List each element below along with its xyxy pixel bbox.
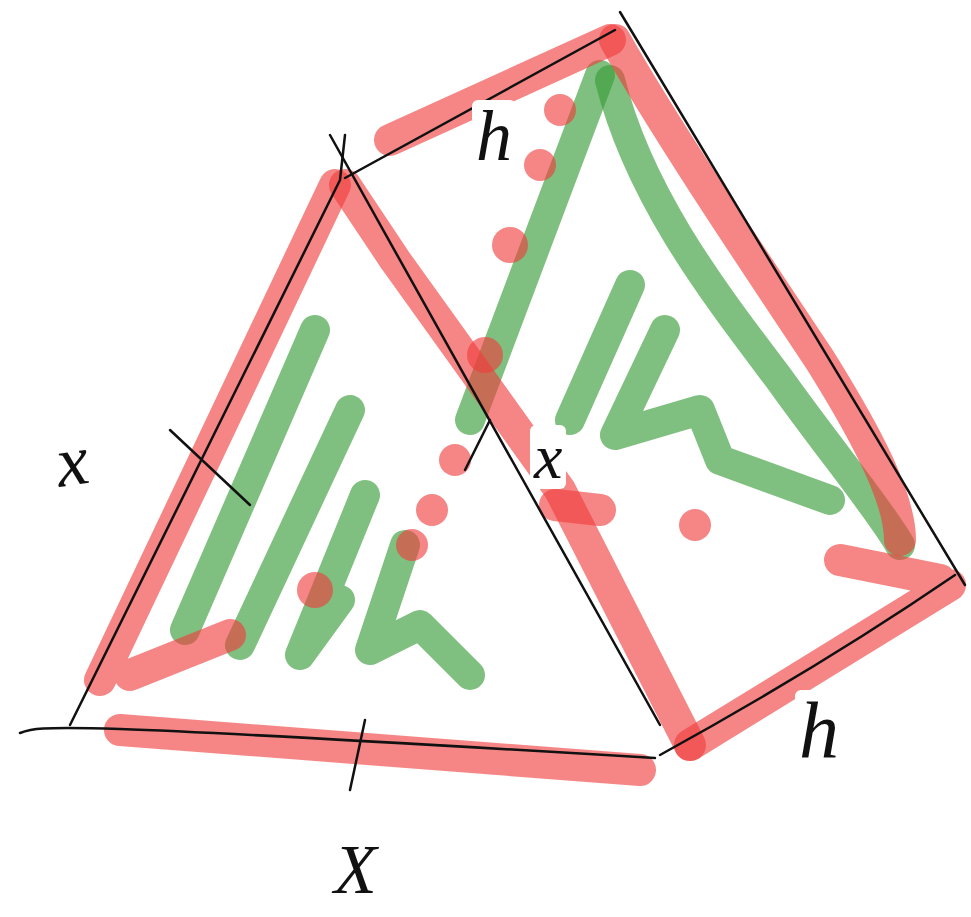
outline-line <box>70 135 345 725</box>
dimension-label: x <box>530 425 566 489</box>
dimension-label: x <box>47 423 97 500</box>
outline-line <box>620 12 965 585</box>
face-hatching <box>185 75 900 675</box>
edge-stroke <box>555 505 600 510</box>
outline-line <box>20 728 655 758</box>
edge-stroke <box>345 185 690 745</box>
dimension-label: h <box>472 100 516 172</box>
hatch-stroke <box>615 330 830 500</box>
prism-outline <box>20 12 965 790</box>
edge-stroke <box>615 40 900 540</box>
outline-line <box>330 135 660 725</box>
hatch-stroke <box>610 80 900 545</box>
edge-stroke <box>120 730 640 770</box>
tick-mark <box>465 420 490 470</box>
hatch-stroke <box>370 545 470 675</box>
tick-mark <box>170 430 250 505</box>
dimension-label: h <box>795 690 843 770</box>
tick-mark <box>350 720 365 790</box>
outline-line <box>345 30 615 178</box>
dimension-label: X <box>330 835 381 905</box>
